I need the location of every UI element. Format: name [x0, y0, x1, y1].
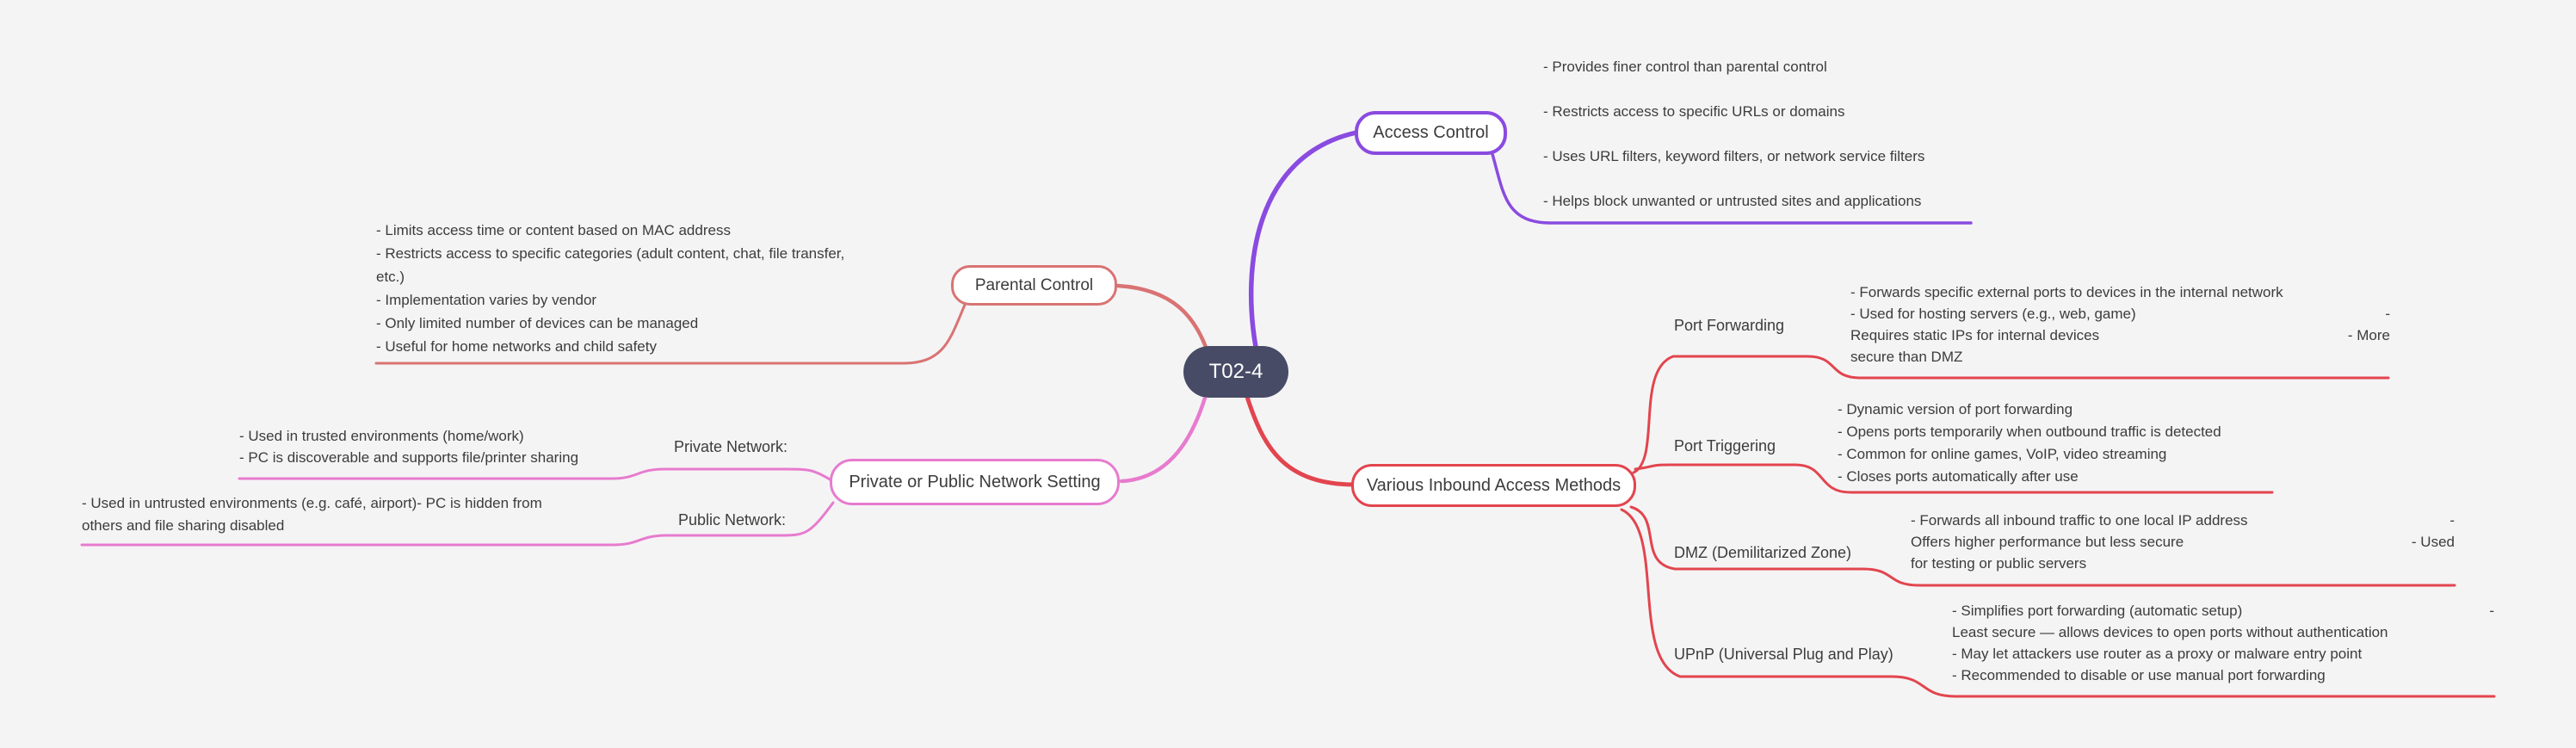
note-line: for testing or public servers	[1911, 554, 2087, 572]
label-private-network[interactable]: Private Network:	[674, 438, 788, 455]
node-inbound-methods[interactable]: Various Inbound Access Methods	[1351, 464, 1636, 507]
note-line: - Restricts access to specific categorie…	[376, 244, 845, 262]
note-line: - Restricts access to specific URLs or d…	[1543, 103, 1845, 120]
node-access-control[interactable]: Access Control	[1355, 111, 1507, 155]
note-line: others and file sharing disabled	[82, 517, 285, 534]
note-line: Offers higher performance but less secur…	[1911, 533, 2455, 550]
access-control-notes[interactable]: - Provides finer control than parental c…	[1543, 45, 1924, 224]
node-parental-control[interactable]: Parental Control	[951, 265, 1117, 306]
label-port-forwarding[interactable]: Port Forwarding	[1674, 317, 1785, 334]
node-network-setting[interactable]: Private or Public Network Setting	[830, 459, 1120, 505]
link-dmz	[1629, 505, 2456, 587]
note-line: - Uses URL filters, keyword filters, or …	[1543, 148, 1925, 164]
note-line: - Helps block unwanted or untrusted site…	[1543, 193, 1922, 209]
link-private-network	[238, 467, 833, 482]
note-line: Requires static IPs for internal devices…	[1850, 326, 2390, 343]
upnp-notes[interactable]: - Simplifies port forwarding (automatic …	[1952, 600, 2494, 686]
note-line: - Opens ports temporarily when outbound …	[1838, 423, 2221, 440]
link-root-access-control	[1248, 130, 1359, 349]
note-line: - PC is discoverable and supports file/p…	[239, 448, 579, 466]
note-line: - Used in trusted environments (home/wor…	[239, 427, 524, 444]
label-public-network[interactable]: Public Network:	[678, 511, 787, 529]
port-triggering-notes[interactable]: - Dynamic version of port forwarding - O…	[1838, 399, 2268, 488]
port-forwarding-notes[interactable]: - Forwards specific external ports to de…	[1850, 281, 2390, 368]
link-access-control-notes	[1491, 152, 1973, 225]
note-line: - Forwards specific external ports to de…	[1850, 283, 2283, 300]
dmz-notes[interactable]: - Forwards all inbound traffic to one lo…	[1911, 510, 2455, 574]
note-line: - Recommended to disable or use manual p…	[1952, 666, 2326, 683]
note-line: - Provides finer control than parental c…	[1543, 59, 1827, 75]
private-network-notes[interactable]: - Used in trusted environments (home/wor…	[239, 425, 578, 468]
link-root-parental-control	[1115, 283, 1210, 355]
public-network-notes[interactable]: - Used in untrusted environments (e.g. c…	[82, 492, 542, 537]
link-root-inbound-methods	[1245, 394, 1356, 487]
label-upnp[interactable]: UPnP (Universal Plug and Play)	[1674, 646, 1893, 663]
note-line: etc.)	[376, 268, 405, 285]
link-upnp	[1620, 508, 2496, 698]
link-public-network	[80, 501, 835, 547]
link-port-forwarding	[1632, 355, 2390, 474]
note-line: - Common for online games, VoIP, video s…	[1838, 446, 2167, 462]
note-line: - Forwards all inbound traffic to one lo…	[1911, 511, 2455, 529]
label-port-triggering[interactable]: Port Triggering	[1674, 437, 1776, 454]
note-line: - Only limited number of devices can be …	[376, 314, 699, 331]
note-line: - Implementation varies by vendor	[376, 291, 597, 308]
note-line: - Limits access time or content based on…	[376, 221, 731, 238]
note-line: Least secure — allows devices to open po…	[1952, 623, 2388, 640]
link-parental-control-notes	[374, 303, 967, 365]
note-line: - Closes ports automatically after use	[1838, 468, 2079, 485]
link-port-triggering	[1634, 463, 2274, 494]
note-line: - Used in untrusted environments (e.g. c…	[82, 495, 542, 511]
note-line: - Useful for home networks and child saf…	[376, 337, 657, 355]
note-line: secure than DMZ	[1850, 348, 1963, 365]
note-line: - Dynamic version of port forwarding	[1838, 401, 2073, 417]
note-line: - May let attackers use router as a prox…	[1952, 645, 2363, 662]
label-dmz[interactable]: DMZ (Demilitarized Zone)	[1674, 544, 1852, 561]
parental-control-notes[interactable]: - Limits access time or content based on…	[376, 219, 844, 358]
link-root-network-setting	[1119, 393, 1208, 484]
note-line: - Used for hosting servers (e.g., web, g…	[1850, 305, 2390, 322]
note-line: - Simplifies port forwarding (automatic …	[1952, 602, 2494, 619]
root-node[interactable]: T02-4	[1183, 346, 1288, 398]
